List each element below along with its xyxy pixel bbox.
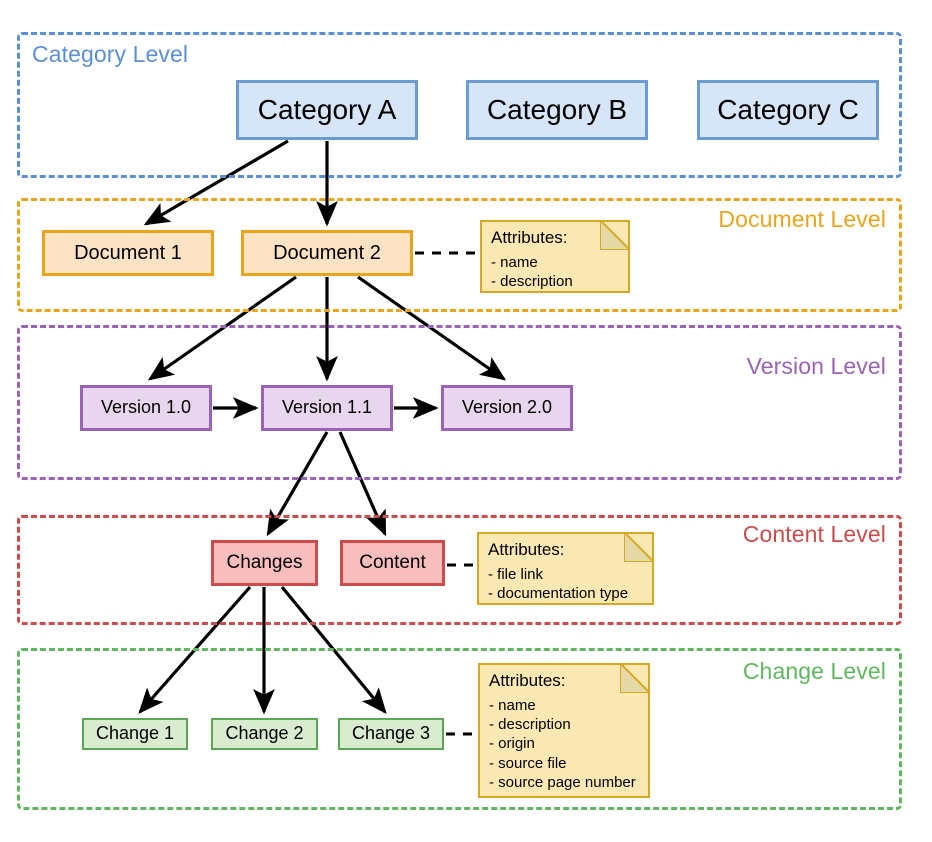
level-label-category: Category Level [32,41,189,67]
node-document-1[interactable]: Document 1 [42,230,214,276]
note-fold-corner-icon [620,663,650,693]
node-version-1-0[interactable]: Version 1.0 [80,385,212,431]
node-category-c[interactable]: Category C [697,80,879,140]
node-changes[interactable]: Changes [211,540,318,586]
level-band-change [17,648,902,810]
note-change-attributes: Attributes: - name - description - origi… [478,663,650,798]
node-version-2-0[interactable]: Version 2.0 [441,385,573,431]
note-fold-corner-icon [600,220,630,250]
level-label-change: Change Level [742,658,886,684]
level-label-document: Document Level [718,206,886,232]
note-line: - name [491,254,538,271]
note-line: - source file [489,754,567,772]
note-title: Attributes: [488,540,565,559]
note-title: Attributes: [489,671,566,690]
node-change-2[interactable]: Change 2 [211,718,318,750]
node-category-a[interactable]: Category A [236,80,418,140]
note-document-attributes: Attributes: - name - description [480,220,630,293]
node-content[interactable]: Content [340,540,445,586]
note-title: Attributes: [491,228,568,247]
level-band-version [17,325,902,480]
note-line: - description [491,273,573,291]
note-line: - source page number [489,773,636,791]
node-change-3[interactable]: Change 3 [338,718,444,750]
level-band-category [17,32,902,178]
note-line: - documentation type [488,585,629,603]
level-band-content [17,515,902,625]
note-content-attributes: Attributes: - file link - documentation … [477,532,654,605]
node-document-2[interactable]: Document 2 [241,230,413,276]
node-version-1-1[interactable]: Version 1.1 [261,385,393,431]
note-line: - name [489,697,536,714]
note-line: - description [489,716,571,734]
level-label-content: Content Level [742,521,886,547]
note-fold-corner-icon [624,532,654,562]
node-category-b[interactable]: Category B [466,80,648,140]
level-label-version: Version Level [746,353,886,379]
note-line: - file link [488,566,544,583]
node-change-1[interactable]: Change 1 [82,718,188,750]
note-line: - origin [489,735,535,753]
level-band-document [17,198,902,312]
